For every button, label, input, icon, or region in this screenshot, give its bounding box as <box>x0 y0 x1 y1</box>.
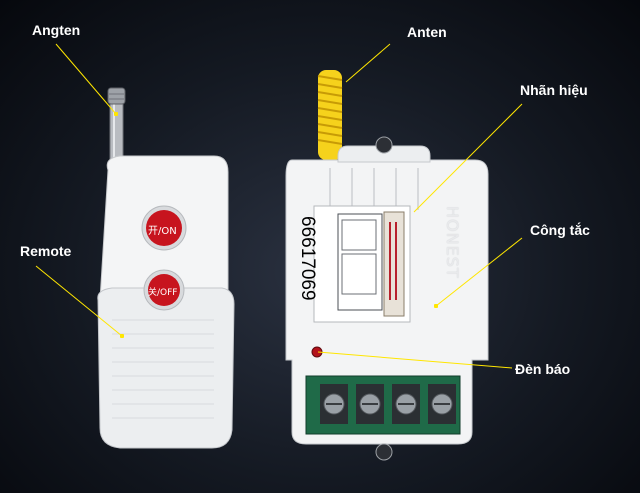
callout-line-remote <box>35 265 123 337</box>
remote-control <box>97 87 235 449</box>
brand-logo-text: HONEST <box>443 206 462 279</box>
callout-dot-remote <box>120 334 124 338</box>
device-code-number: 66617069 <box>297 216 318 301</box>
mount-hole-top <box>375 136 393 154</box>
antenna-coil <box>317 70 343 160</box>
label-remote: Remote <box>20 243 72 259</box>
on-button <box>146 210 182 246</box>
receiver-box <box>285 70 489 461</box>
on-button-label: 开/ON <box>148 226 177 237</box>
label-cong-tac: Công tắc <box>530 222 590 238</box>
mount-hole-bottom <box>375 443 393 461</box>
callout-line-cong-tac <box>435 237 523 307</box>
callout-line-angten <box>55 43 117 115</box>
label-den-bao: Đèn báo <box>515 361 571 377</box>
callout-dot-cong-tac <box>434 304 438 308</box>
label-nhan-hieu: Nhãn hiệu <box>520 82 588 98</box>
label-angten: Angten <box>32 22 81 38</box>
callout-line-anten <box>345 43 391 83</box>
terminal-screws <box>320 384 456 424</box>
remote-antenna-tip <box>107 87 126 105</box>
label-anten: Anten <box>407 24 447 40</box>
callout-lines <box>35 43 523 369</box>
off-button <box>148 274 180 306</box>
remote-grip <box>97 287 235 449</box>
off-button-label: 关/OFF <box>148 288 178 298</box>
callout-line-nhan-hieu <box>413 103 523 213</box>
callout-dot-angten <box>114 112 118 116</box>
callout-line-den-bao <box>317 351 513 369</box>
